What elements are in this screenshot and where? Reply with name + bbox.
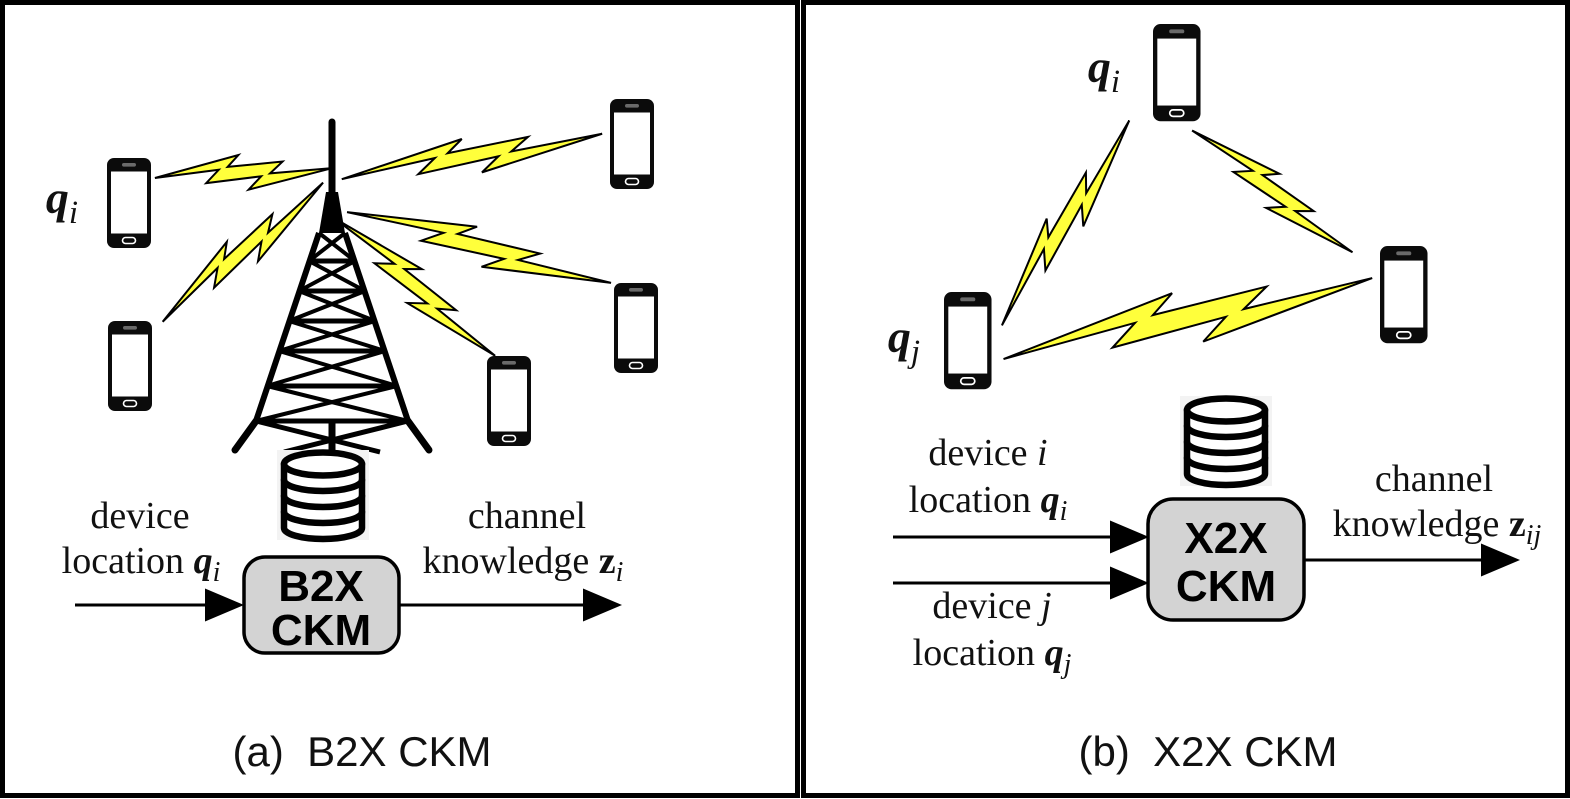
x2x-ckm-box-line2: CKM — [1176, 562, 1276, 611]
smartphone-icon — [613, 282, 659, 374]
panel-b: qi qj X2X CKM device i location qi devic… — [888, 23, 1542, 775]
channel-knowledge-label-line2: knowledge zi — [423, 540, 624, 588]
caption-a: (a) B2X CKM — [232, 728, 491, 775]
smartphone-icon — [486, 355, 532, 447]
device-j-label-line1: device j — [932, 585, 1051, 627]
smartphone-icon — [107, 320, 153, 412]
caption-b: (b) X2X CKM — [1078, 728, 1337, 775]
x2x-ckm-box-line1: X2X — [1184, 514, 1267, 563]
device-location-label-line1: device — [90, 495, 189, 537]
qi-label-b: qi — [1088, 41, 1120, 100]
smartphone-icon-qi — [1152, 23, 1202, 123]
b2x-ckm-box-line2: CKM — [271, 606, 371, 655]
cell-tower-icon — [231, 118, 433, 455]
smartphone-icon — [609, 98, 655, 190]
database-icon — [1180, 396, 1272, 486]
smartphone-icon-qi — [106, 157, 152, 249]
device-location-label-line2: location qi — [62, 540, 221, 588]
smartphone-icon-qj — [943, 291, 993, 391]
database-icon — [277, 450, 369, 540]
qi-label-a: qi — [46, 172, 78, 231]
qj-label-b: qj — [888, 311, 920, 370]
channel-knowledge-label-line1: channel — [468, 495, 586, 537]
channel-knowledge-b-label-line1: channel — [1375, 458, 1493, 500]
device-i-label-line1: device i — [928, 432, 1047, 474]
smartphone-icon — [1379, 245, 1429, 345]
channel-knowledge-b-label-line2: knowledge zij — [1333, 503, 1542, 551]
device-i-label-line2: location qi — [909, 479, 1068, 527]
panel-a: qi B2X CKM device location qi channel kn… — [46, 98, 659, 775]
b2x-ckm-box-line1: B2X — [278, 562, 364, 611]
device-j-label-line2: location qj — [913, 632, 1072, 680]
